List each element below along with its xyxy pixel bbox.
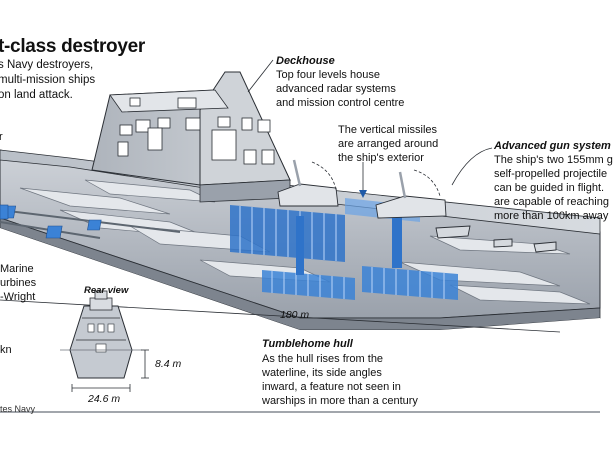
deckhouse-line-1: Top four levels house xyxy=(276,69,380,81)
hull-line-4: warships in more than a century xyxy=(262,395,418,407)
elevation-arcs xyxy=(311,161,441,197)
propulsion-line-2: urbines xyxy=(0,277,37,289)
missiles-line-2: are arranged around xyxy=(338,138,439,150)
rear-view-heading: Rear view xyxy=(84,285,129,296)
hull-line-3: inward, a feature not seen in xyxy=(262,381,401,393)
missile-arrow xyxy=(359,190,367,198)
deckhouse-line-2: advanced radar systems xyxy=(276,83,396,95)
rear-view-width: 24.6 m xyxy=(88,393,121,405)
propulsion-shafts xyxy=(0,204,181,239)
speed-fragment: kn xyxy=(0,344,12,356)
rear-view-height: 8.4 m xyxy=(155,358,182,370)
propulsion-line-3: -Wright xyxy=(0,291,36,303)
missiles-line-1: The vertical missiles xyxy=(338,124,438,136)
gun-line-5: more than 100km away xyxy=(494,210,609,222)
gun-line-2: self-propelled projectile xyxy=(494,168,608,180)
missiles-line-3: the ship's exterior xyxy=(338,152,424,164)
gun-turrets xyxy=(277,159,557,253)
gun-heading: Advanced gun system xyxy=(494,140,611,152)
source-credit: tes Navy xyxy=(0,404,36,414)
gun-line-4: are capable of reaching xyxy=(494,196,609,208)
hull-heading: Tumblehome hull xyxy=(262,338,353,350)
intro-line-2: multi-mission ships xyxy=(0,74,96,86)
intro-line-3: on land attack. xyxy=(0,89,73,101)
gun-line-3: can be guided in flight. xyxy=(494,182,605,194)
deckhouse-line-3: and mission control centre xyxy=(276,97,405,109)
length-label: 180 m xyxy=(280,309,310,321)
propulsion-label-fragment: r xyxy=(0,131,3,143)
deckhouse-heading: Deckhouse xyxy=(276,55,335,67)
hull-line-2: waterline, its side angles xyxy=(262,367,382,379)
rear-view-inset xyxy=(60,290,149,392)
ship-illustration xyxy=(0,59,601,413)
intro-line-1: s Navy destroyers, xyxy=(0,59,94,71)
hull-line-1: As the hull rises from the xyxy=(262,353,384,365)
leader-lines xyxy=(247,59,493,192)
gun-line-1: The ship's two 155mm g xyxy=(494,154,613,166)
propulsion-line-1: Marine xyxy=(0,263,34,275)
deckhouse-tower xyxy=(91,71,291,203)
page-title: t-class destroyer xyxy=(0,36,145,57)
